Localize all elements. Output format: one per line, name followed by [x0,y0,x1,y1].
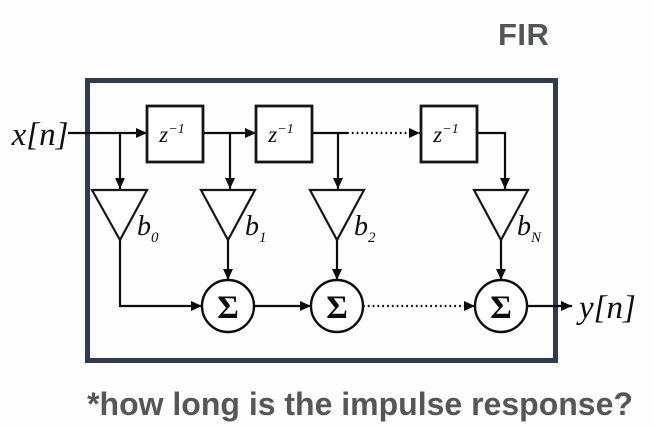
delay-block-2 [254,104,314,164]
coeff-base: b [517,211,531,242]
output-label: y[n] [576,290,636,326]
delay-base: z [267,122,277,147]
gain-label-0: b0 [137,211,159,246]
coeff-sub: 0 [151,230,159,246]
gain-label-1: b1 [245,211,267,246]
delay-exponent: −1 [277,122,293,137]
delay-base: z [432,122,442,147]
sum-label-3: Σ [490,290,512,326]
delay-block-3 [419,104,479,164]
coeff-base: b [354,211,368,242]
gain-triangle-3 [472,188,530,243]
gain-triangle-2 [308,188,366,243]
coeff-sub: 1 [259,230,267,246]
coeff-base: b [137,211,151,242]
delay-block-1-label: z−1 [158,122,184,147]
delay-exponent: −1 [168,122,184,137]
tap-n-line [477,131,510,189]
delay-block-2-label: z−1 [267,122,293,147]
sum-label-1: Σ [217,290,239,326]
delay-block-1 [145,104,205,164]
coeff-base: b [245,211,259,242]
gain-label-3: bN [517,211,542,246]
delay-exponent: −1 [442,122,458,137]
coeff-sub: 2 [368,230,376,246]
page-title: FIR [498,17,550,52]
gain-triangle-1 [199,188,257,243]
caption: *how long is the impulse response? [87,386,633,422]
gain-triangle-0 [90,188,149,243]
coeff-sub: N [530,230,542,246]
delay-base: z [158,122,168,147]
gain-label-2: b2 [354,211,376,246]
delay-block-3-label: z−1 [432,122,458,147]
gain0-out-line [118,240,202,311]
filter-boundary-box [85,78,558,363]
sum-label-2: Σ [326,290,348,326]
input-label: x[n] [11,117,69,153]
